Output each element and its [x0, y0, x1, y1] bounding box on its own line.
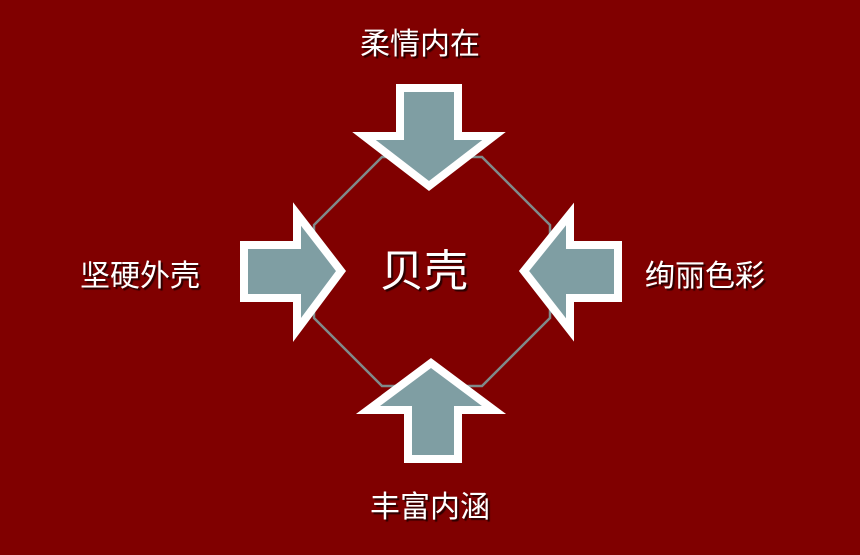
arrow-down-icon — [352, 84, 506, 192]
arrow-right-icon — [240, 202, 347, 343]
label-center: 贝壳 — [380, 246, 468, 297]
label-right: 绚丽色彩 — [645, 259, 765, 294]
label-bottom: 丰富内涵 — [370, 490, 490, 525]
arrow-left-icon — [518, 202, 622, 342]
label-left: 坚硬外壳 — [80, 259, 200, 294]
arrow-up-icon — [355, 358, 507, 463]
label-top: 柔情内在 — [360, 27, 480, 62]
